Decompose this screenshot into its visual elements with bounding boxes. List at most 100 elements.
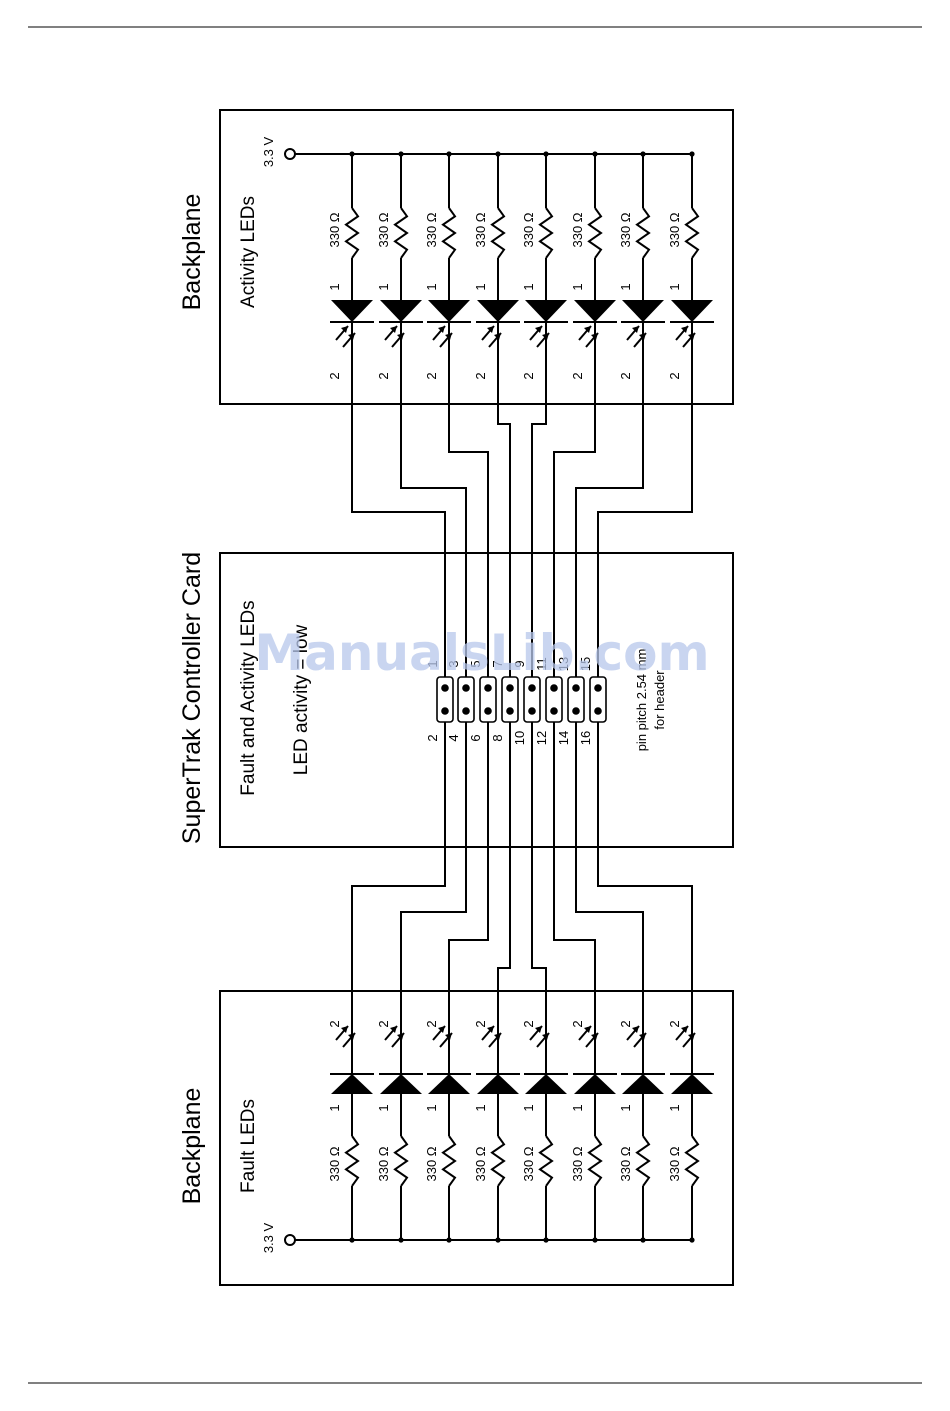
header-pin-even-label: 10 bbox=[512, 731, 527, 745]
activity-led-channel-3: 330 Ω12 bbox=[424, 151, 471, 404]
for-header-label: for header bbox=[652, 670, 667, 730]
led-triangle bbox=[622, 300, 664, 322]
fault-led-channel-2: 330 Ω12 bbox=[376, 991, 423, 1243]
led-pin-2-label: 2 bbox=[327, 372, 342, 379]
resistor-symbol bbox=[490, 207, 506, 259]
resistor-symbol bbox=[344, 207, 360, 259]
led-pin-1-label: 1 bbox=[570, 1104, 585, 1111]
header-pin-odd bbox=[594, 684, 602, 692]
header-pin-pair-1: 21 bbox=[425, 660, 454, 742]
light-arrow-head bbox=[445, 1033, 452, 1040]
header-pin-socket bbox=[545, 676, 563, 723]
fault-wire-7 bbox=[575, 722, 644, 991]
led-pin-2-label: 2 bbox=[667, 372, 682, 379]
light-arrow-head bbox=[535, 326, 542, 333]
light-arrow-head bbox=[341, 326, 348, 333]
header-pin-odd-label: 13 bbox=[556, 657, 571, 671]
header-pin-even-label: 2 bbox=[425, 734, 440, 741]
resistor-value-label: 330 Ω bbox=[327, 212, 342, 247]
resistor-value-label: 330 Ω bbox=[473, 212, 488, 247]
led-activity-label: LED activity = low bbox=[291, 624, 312, 775]
header-pin-odd-label: 11 bbox=[534, 657, 549, 671]
header-pin-socket bbox=[436, 676, 454, 723]
header-pin-even-label: 6 bbox=[468, 734, 483, 741]
light-arrow-head bbox=[348, 1033, 355, 1040]
light-arrow-head bbox=[348, 333, 355, 340]
header-pin-odd bbox=[441, 684, 449, 692]
fault-wire-6 bbox=[553, 722, 596, 991]
light-arrow-head bbox=[688, 1033, 695, 1040]
resistor-value-label: 330 Ω bbox=[376, 1146, 391, 1181]
backplane-bottom-title: Backplane bbox=[178, 1088, 206, 1205]
header-pin-odd bbox=[550, 684, 558, 692]
fault-wire-1 bbox=[351, 722, 446, 991]
fault-wire-3 bbox=[448, 722, 489, 991]
fault-led-channel-3: 330 Ω12 bbox=[424, 991, 471, 1243]
light-arrow-head bbox=[494, 1033, 501, 1040]
header-pin-socket bbox=[479, 676, 497, 723]
activity-led-channel-7: 330 Ω12 bbox=[618, 151, 665, 404]
header-pin-odd-label: 3 bbox=[446, 660, 461, 667]
resistor-value-label: 330 Ω bbox=[424, 212, 439, 247]
light-arrow-head bbox=[681, 326, 688, 333]
header-pin-even bbox=[528, 707, 536, 715]
header-pin-odd-label: 7 bbox=[490, 660, 505, 667]
led-triangle bbox=[477, 1074, 519, 1094]
header-pin-pair-3: 65 bbox=[468, 660, 497, 742]
light-arrow-head bbox=[494, 333, 501, 340]
voltage-terminal-bottom bbox=[284, 1234, 296, 1246]
header-pin-pair-6: 12 11 bbox=[534, 657, 563, 745]
resistor-value-label: 330 Ω bbox=[667, 212, 682, 247]
resistor-value-label: 330 Ω bbox=[376, 212, 391, 247]
led-pin-1-label: 1 bbox=[667, 283, 682, 290]
header-pin-even-label: 16 bbox=[578, 731, 593, 745]
light-arrow-head bbox=[688, 333, 695, 340]
activity-wire-7 bbox=[575, 404, 644, 677]
header-pin-even bbox=[506, 707, 514, 715]
led-triangle bbox=[622, 1074, 664, 1094]
activity-wire-3 bbox=[448, 404, 489, 677]
header-pin-even bbox=[441, 707, 449, 715]
resistor-value-label: 330 Ω bbox=[618, 212, 633, 247]
header-pin-even-label: 12 bbox=[534, 731, 549, 745]
activity-leds-label: Activity LEDs bbox=[238, 196, 259, 308]
led-pin-2-label: 2 bbox=[473, 1020, 488, 1027]
fault-led-channel-5: 330 Ω12 bbox=[521, 991, 568, 1243]
resistor-value-label: 330 Ω bbox=[618, 1146, 633, 1181]
light-arrow-head bbox=[632, 1026, 639, 1033]
fault-activity-leds-label: Fault and Activity LEDs bbox=[238, 600, 259, 795]
light-arrow-head bbox=[639, 333, 646, 340]
resistor-value-label: 330 Ω bbox=[327, 1146, 342, 1181]
voltage-label-bottom: 3.3 V bbox=[261, 1222, 276, 1253]
led-pin-2-label: 2 bbox=[424, 1020, 439, 1027]
light-arrow-head bbox=[542, 1033, 549, 1040]
resistor-value-label: 330 Ω bbox=[521, 212, 536, 247]
resistor-symbol bbox=[635, 1135, 651, 1187]
led-pin-1-label: 1 bbox=[521, 1104, 536, 1111]
light-arrow-head bbox=[445, 333, 452, 340]
light-arrow-head bbox=[341, 1026, 348, 1033]
light-arrow-head bbox=[438, 326, 445, 333]
header-pin-odd bbox=[462, 684, 470, 692]
header-pin-even bbox=[484, 707, 492, 715]
resistor-symbol bbox=[684, 1135, 700, 1187]
light-arrow-head bbox=[681, 1026, 688, 1033]
header-pin-odd bbox=[484, 684, 492, 692]
light-arrow-head bbox=[591, 333, 598, 340]
light-arrow-head bbox=[591, 1033, 598, 1040]
led-pin-2-label: 2 bbox=[618, 372, 633, 379]
resistor-symbol bbox=[684, 207, 700, 259]
fault-wire-8 bbox=[597, 722, 693, 991]
resistor-symbol bbox=[393, 207, 409, 259]
header-pin-even bbox=[462, 707, 470, 715]
resistor-symbol bbox=[344, 1135, 360, 1187]
led-triangle bbox=[671, 300, 713, 322]
fault-wire-5 bbox=[531, 722, 547, 991]
led-pin-2-label: 2 bbox=[521, 1020, 536, 1027]
fault-wire-4 bbox=[497, 722, 511, 991]
